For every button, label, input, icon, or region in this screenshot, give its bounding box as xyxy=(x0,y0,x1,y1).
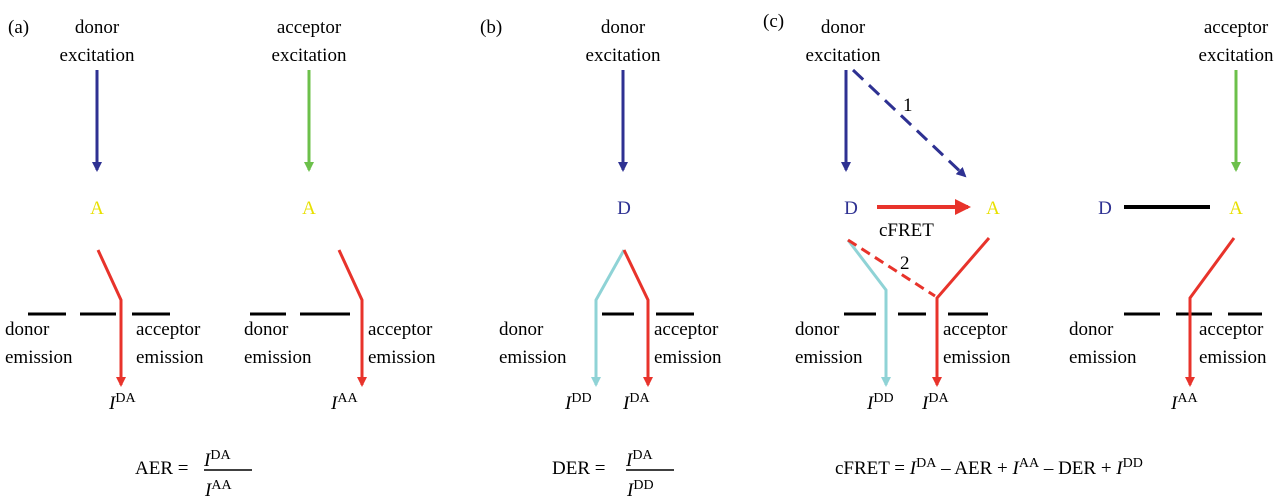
panel-c-tag: (c) xyxy=(763,11,784,32)
acceptor-emission-arrow xyxy=(932,237,991,387)
emission-right-line1: acceptor xyxy=(1199,319,1264,340)
intensity-label: IAA xyxy=(1170,391,1198,414)
panel-b: (b) donor excitation D donor emission ac… xyxy=(480,17,722,501)
excitation-label-line1: acceptor xyxy=(277,17,342,38)
excitation-label-line1: acceptor xyxy=(1204,17,1269,38)
path-2-label: 2 xyxy=(900,253,910,274)
acceptor-molecule: A xyxy=(1229,198,1243,219)
donor-emission-arrow xyxy=(591,249,626,387)
donor-emission-arrow xyxy=(846,239,891,387)
panel-a-acceptor-excitation-diagram: acceptor excitation A donor emission acc… xyxy=(244,17,436,414)
panel-c: (c) donor excitation 1 D A cFRET 2 donor… xyxy=(763,11,1274,479)
acceptor-emission-arrow xyxy=(337,249,367,387)
acceptor-emission-arrow xyxy=(96,249,126,387)
bleedthrough-path-2 xyxy=(847,238,936,298)
emission-left-line1: donor xyxy=(1069,319,1114,340)
direct-acceptor-excitation-arrow xyxy=(851,68,967,178)
emission-right-line2: emission xyxy=(943,347,1011,368)
emission-right-line1: acceptor xyxy=(368,319,433,340)
acceptor-molecule: A xyxy=(986,198,1000,219)
emission-left-line1: donor xyxy=(5,319,50,340)
intensity-label-da: IDA xyxy=(921,391,949,414)
excitation-label-line2: excitation xyxy=(586,45,661,66)
donor-molecule: D xyxy=(617,198,631,219)
formula-numerator: IDA xyxy=(203,448,231,471)
emission-left-line2: emission xyxy=(1069,347,1137,368)
emission-right-line2: emission xyxy=(654,347,722,368)
excitation-label-line2: excitation xyxy=(60,45,135,66)
excitation-label-line2: excitation xyxy=(1199,45,1274,66)
excitation-label-line2: excitation xyxy=(806,45,881,66)
excitation-label-line2: excitation xyxy=(272,45,347,66)
panel-a: (a) donor excitation A donor emission ac… xyxy=(5,17,436,501)
panel-c-acceptor-excitation-diagram: acceptor excitation D A donor emission a… xyxy=(1069,17,1274,414)
intensity-label-da: IDA xyxy=(622,391,650,414)
intensity-label: IAA xyxy=(330,391,358,414)
panel-a-donor-excitation-diagram: donor excitation A donor emission accept… xyxy=(5,17,204,414)
excitation-label-line1: donor xyxy=(821,17,866,38)
intensity-label-dd: IDD xyxy=(564,391,592,414)
donor-molecule: D xyxy=(844,198,858,219)
emission-right-line2: emission xyxy=(1199,347,1267,368)
excitation-label-line1: donor xyxy=(75,17,120,38)
emission-left-line2: emission xyxy=(244,347,312,368)
emission-left-line2: emission xyxy=(499,347,567,368)
emission-left-line2: emission xyxy=(795,347,863,368)
emission-left-line1: donor xyxy=(499,319,544,340)
emission-left-line1: donor xyxy=(244,319,289,340)
panel-b-tag: (b) xyxy=(480,17,502,38)
cfret-formula: cFRET = IDA – AER + IAA – DER + IDD xyxy=(835,456,1143,479)
acceptor-molecule: A xyxy=(90,198,104,219)
formula-denominator: IAA xyxy=(204,478,232,501)
aer-formula: AER = IDA IAA xyxy=(135,448,252,501)
emission-right-line2: emission xyxy=(136,347,204,368)
acceptor-molecule: A xyxy=(302,198,316,219)
panel-a-tag: (a) xyxy=(8,17,29,38)
emission-left-line1: donor xyxy=(795,319,840,340)
emission-right-line1: acceptor xyxy=(654,319,719,340)
formula-numerator: IDA xyxy=(625,448,653,471)
der-formula: DER = IDA IDD xyxy=(552,448,674,501)
excitation-label-line1: donor xyxy=(601,17,646,38)
acceptor-emission-arrow xyxy=(622,249,653,387)
intensity-label-dd: IDD xyxy=(866,391,894,414)
emission-right-line1: acceptor xyxy=(943,319,1008,340)
panel-c-donor-excitation-diagram: donor excitation 1 D A cFRET 2 donor emi… xyxy=(795,17,1011,414)
cfret-label: cFRET xyxy=(879,220,934,241)
formula-lhs: AER = xyxy=(135,458,188,479)
formula-lhs: DER = xyxy=(552,458,605,479)
donor-molecule: D xyxy=(1098,198,1112,219)
intensity-label: IDA xyxy=(108,391,136,414)
path-1-label: 1 xyxy=(903,95,913,116)
emission-right-line1: acceptor xyxy=(136,319,201,340)
formula-denominator: IDD xyxy=(626,478,654,501)
acceptor-emission-arrow xyxy=(1185,237,1236,387)
emission-right-line2: emission xyxy=(368,347,436,368)
emission-left-line2: emission xyxy=(5,347,73,368)
